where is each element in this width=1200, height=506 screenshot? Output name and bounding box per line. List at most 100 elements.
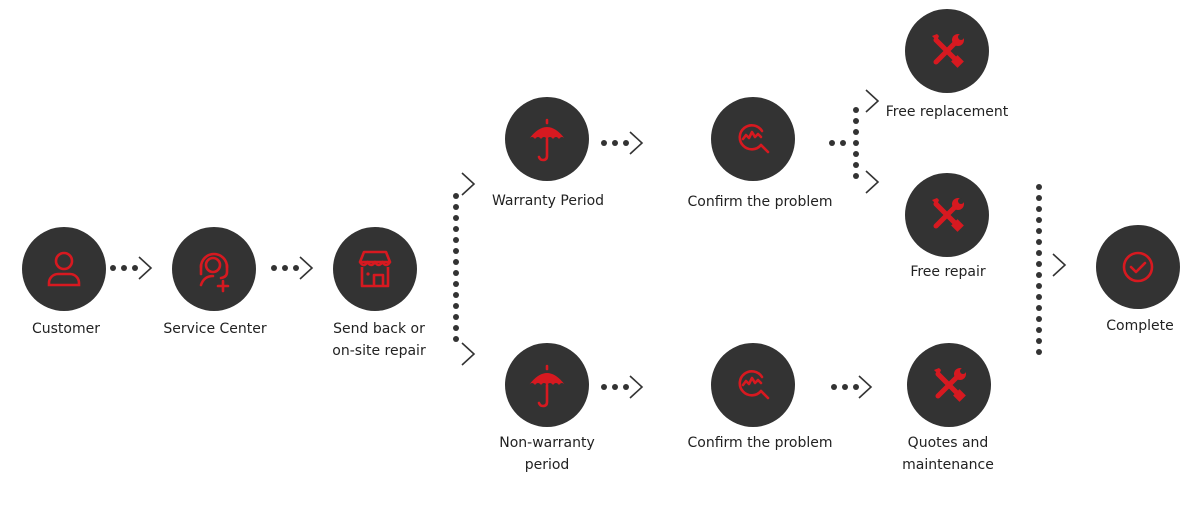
connector-dot bbox=[853, 151, 859, 157]
connector-dot bbox=[612, 384, 618, 390]
check-circle-icon bbox=[1122, 251, 1154, 283]
connector-dot bbox=[121, 265, 127, 271]
node-non-warranty bbox=[505, 343, 589, 427]
chevron-right-icon bbox=[299, 256, 314, 280]
connector-dot bbox=[853, 140, 859, 146]
chevron-right-icon bbox=[461, 342, 476, 366]
label-free-repair: Free repair bbox=[910, 264, 986, 280]
magnifier-icon bbox=[738, 370, 770, 400]
node-quotes bbox=[907, 343, 991, 427]
connector-dot bbox=[612, 140, 618, 146]
connector-dot bbox=[1036, 217, 1042, 223]
connector-dot bbox=[853, 384, 859, 390]
label-send-back: Send back or on-site repair bbox=[332, 318, 425, 362]
connector-dot bbox=[293, 265, 299, 271]
label-confirm-bottom: Confirm the problem bbox=[687, 435, 833, 451]
connector-dot bbox=[453, 336, 459, 342]
connector-dot bbox=[853, 173, 859, 179]
connector-dot bbox=[1036, 349, 1042, 355]
connector-dot bbox=[1036, 239, 1042, 245]
chevron-right-icon bbox=[629, 375, 644, 399]
connector-dot bbox=[1036, 294, 1042, 300]
label-free-replacement: Free replacement bbox=[885, 104, 1009, 120]
connector-dot bbox=[853, 162, 859, 168]
connector-dot bbox=[453, 292, 459, 298]
connector-dot bbox=[453, 270, 459, 276]
connector-dot bbox=[1036, 184, 1042, 190]
connector-dot bbox=[271, 265, 277, 271]
tools-icon bbox=[934, 368, 966, 402]
tools-icon bbox=[932, 34, 964, 68]
label-non-warranty-line1: Non-warranty bbox=[499, 435, 595, 451]
connector-dot bbox=[453, 193, 459, 199]
connector-dot bbox=[831, 384, 837, 390]
connector-dot bbox=[829, 140, 835, 146]
connector-dot bbox=[842, 384, 848, 390]
connector-dot bbox=[453, 215, 459, 221]
node-confirm-top bbox=[711, 97, 795, 181]
connector-dot bbox=[1036, 250, 1042, 256]
store-icon bbox=[358, 250, 392, 288]
connector-dot bbox=[853, 118, 859, 124]
label-confirm-top: Confirm the problem bbox=[687, 194, 833, 210]
node-free-repair bbox=[905, 173, 989, 257]
connector-dot bbox=[1036, 261, 1042, 267]
connector-dot bbox=[453, 226, 459, 232]
node-send-back bbox=[333, 227, 417, 311]
chevron-right-icon bbox=[629, 131, 644, 155]
connector-dot bbox=[1036, 305, 1042, 311]
connector-dot bbox=[453, 303, 459, 309]
node-service-center bbox=[172, 227, 256, 311]
connector-dot bbox=[132, 265, 138, 271]
connector-dot bbox=[453, 259, 459, 265]
umbrella-icon bbox=[529, 364, 565, 408]
connector-dot bbox=[840, 140, 846, 146]
label-service-center: Service Center bbox=[163, 321, 267, 337]
connector-dot bbox=[453, 237, 459, 243]
node-customer bbox=[22, 227, 106, 311]
headset-icon bbox=[199, 252, 230, 293]
node-confirm-bottom bbox=[711, 343, 795, 427]
node-warranty bbox=[505, 97, 589, 181]
connector-dot bbox=[1036, 338, 1042, 344]
connector-dot bbox=[1036, 283, 1042, 289]
connector-dot bbox=[453, 281, 459, 287]
chevron-right-icon bbox=[865, 89, 880, 113]
label-complete: Complete bbox=[1106, 318, 1174, 334]
label-quotes-line2: maintenance bbox=[902, 457, 994, 473]
connector-dot bbox=[1036, 272, 1042, 278]
label-quotes-line1: Quotes and bbox=[907, 435, 989, 451]
chevron-right-icon bbox=[858, 375, 873, 399]
connector-dot bbox=[282, 265, 288, 271]
node-complete bbox=[1096, 225, 1180, 309]
connector-dot bbox=[453, 314, 459, 320]
chevron-right-icon bbox=[138, 256, 153, 280]
label-customer: Customer bbox=[31, 321, 101, 337]
connector-dot bbox=[853, 129, 859, 135]
label-quotes: Quotes and maintenance bbox=[902, 432, 994, 476]
magnifier-icon bbox=[738, 124, 770, 154]
connector-dot bbox=[1036, 206, 1042, 212]
label-send-back-line1: Send back or bbox=[333, 321, 425, 337]
connector-dot bbox=[623, 384, 629, 390]
connector-dot bbox=[623, 140, 629, 146]
user-icon bbox=[47, 251, 81, 287]
connector-dot bbox=[1036, 327, 1042, 333]
umbrella-icon bbox=[529, 118, 565, 162]
connector-dot bbox=[601, 384, 607, 390]
connector-dot bbox=[1036, 228, 1042, 234]
connector-dot bbox=[1036, 195, 1042, 201]
node-free-replacement bbox=[905, 9, 989, 93]
label-non-warranty-line2: period bbox=[524, 457, 570, 473]
connector-dot bbox=[453, 248, 459, 254]
connector-dot bbox=[110, 265, 116, 271]
tools-icon bbox=[932, 198, 964, 232]
connector-dot bbox=[1036, 316, 1042, 322]
connector-dot bbox=[853, 107, 859, 113]
label-warranty: Warranty Period bbox=[491, 193, 605, 209]
label-non-warranty: Non-warranty period bbox=[499, 432, 594, 476]
chevron-right-icon bbox=[865, 170, 880, 194]
label-send-back-line2: on-site repair bbox=[332, 343, 426, 359]
